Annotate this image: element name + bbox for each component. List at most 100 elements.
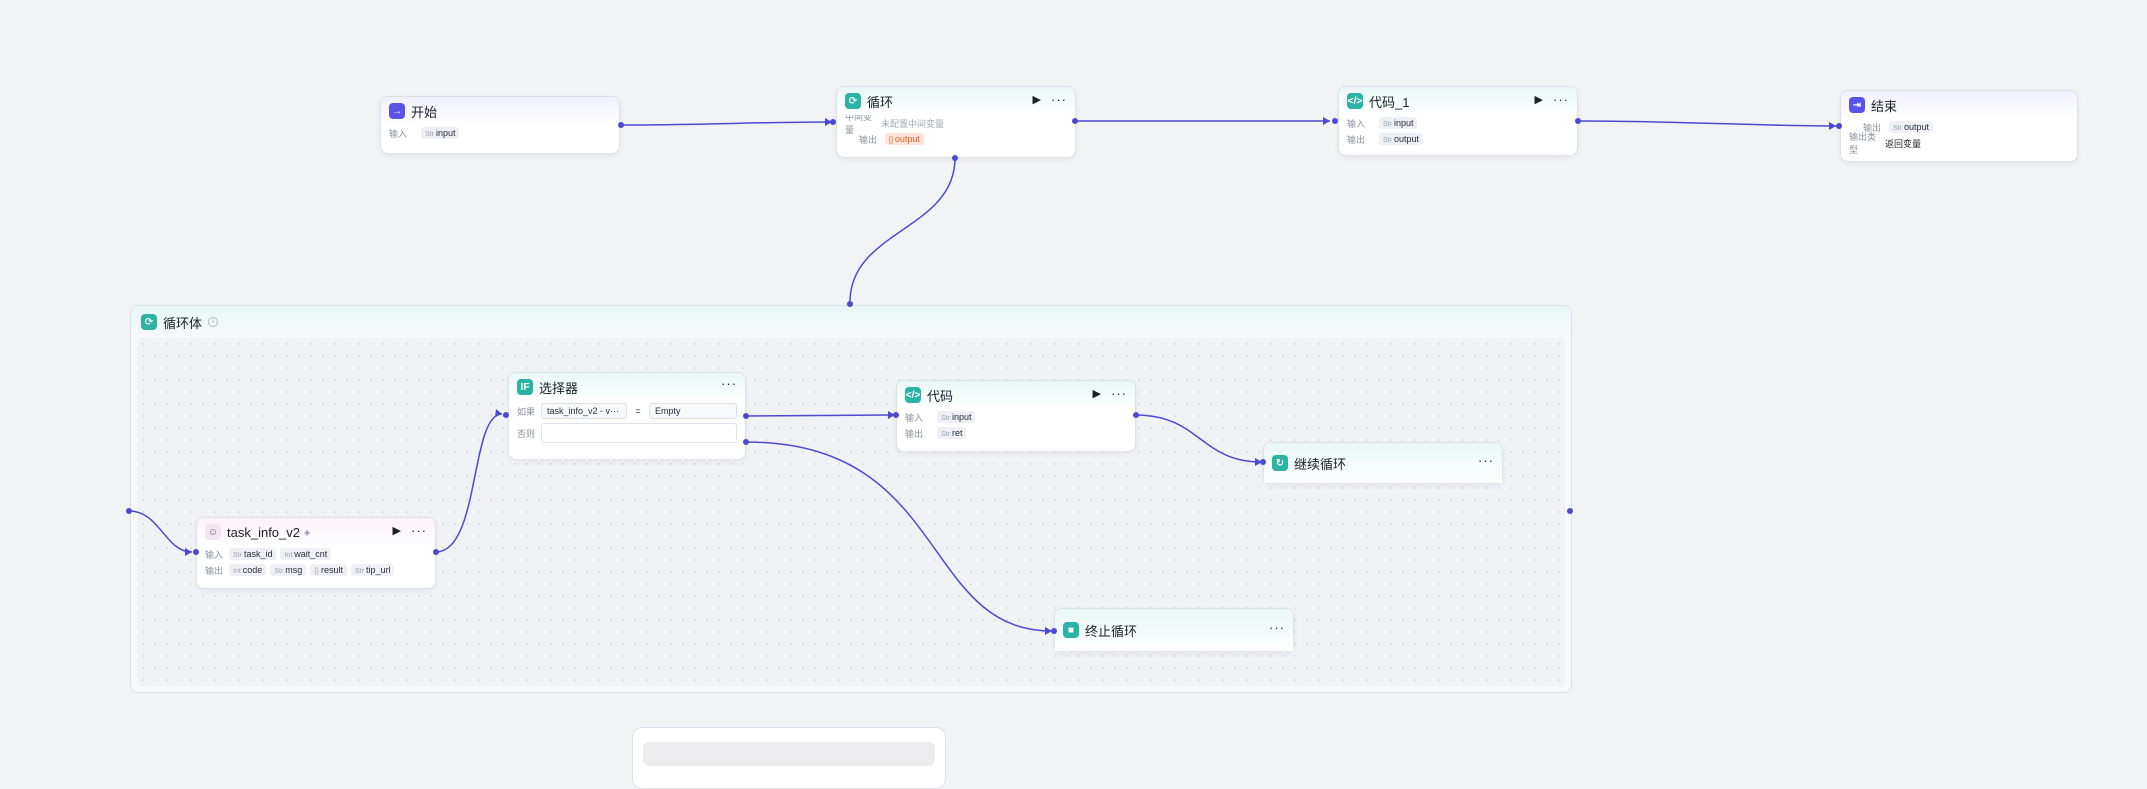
loop-node-header: ⟳ 循环 ▶ ··· (837, 87, 1075, 115)
code-input-port[interactable] (893, 412, 899, 418)
run-icon[interactable]: ▶ (392, 525, 401, 537)
plugin-output-port[interactable] (433, 549, 439, 555)
loop-output-row: 输出 []output (837, 131, 1075, 147)
output-type-label: 输出类型 (1849, 132, 1877, 155)
toolbar-inner (643, 742, 935, 766)
condition-value[interactable]: Empty (649, 403, 737, 419)
selector-if-port[interactable] (743, 413, 749, 419)
loop-icon: ⟳ (141, 314, 157, 330)
loop-mid-row: 中间变量 未配置中间变量 (837, 112, 1075, 135)
code1-output-port[interactable] (1575, 118, 1581, 124)
info-icon[interactable]: i (208, 317, 219, 327)
mid-var-value: 未配置中间变量 (881, 118, 945, 129)
stop-icon: ■ (1063, 622, 1079, 638)
more-icon[interactable]: ··· (1478, 453, 1494, 468)
selector-node[interactable]: IF 选择器 ··· 如果 task_info_v2 - v··· = Empt… (508, 372, 746, 460)
else-box[interactable] (541, 423, 737, 443)
continue-node[interactable]: ↻ 继续循环 ··· (1263, 442, 1503, 484)
loop-body-canvas[interactable] (137, 338, 1565, 686)
output-label: 输出 (858, 134, 877, 145)
input-label: 输入 (205, 549, 224, 560)
code-icon: </> (1347, 93, 1363, 109)
run-icon[interactable]: ▶ (1092, 388, 1101, 400)
condition-variable[interactable]: task_info_v2 - v··· (541, 403, 627, 419)
selector-input-port[interactable] (503, 412, 509, 418)
loop-body-header: ⟳ 循环体 i (131, 306, 1571, 338)
loop-body-right-port[interactable] (1567, 508, 1573, 514)
loop-body-container[interactable]: ⟳ 循环体 i (130, 305, 1572, 693)
plugin-node-header: ☺ task_info_v2 ◈ ▶ ··· (197, 518, 435, 546)
if-label: 如果 (517, 406, 536, 417)
break-node-title: 终止循环 (1085, 623, 1138, 639)
end-type-row: 输出类型 返回变量 (1841, 132, 2077, 155)
code-icon: </> (905, 387, 921, 403)
output-type-value: 返回变量 (1885, 138, 1922, 149)
exit-icon: ⇥ (1849, 97, 1865, 113)
input-label: 输入 (389, 128, 408, 139)
more-icon[interactable]: ··· (1269, 620, 1285, 635)
more-icon[interactable]: ··· (721, 376, 737, 391)
code1-node-header: </> 代码_1 ▶ ··· (1339, 87, 1577, 115)
continue-input-port[interactable] (1260, 459, 1266, 465)
code-output-port[interactable] (1133, 412, 1139, 418)
input-label: 输入 (1347, 118, 1366, 129)
avatar-icon: ☺ (205, 524, 221, 540)
loop-body-top-port[interactable] (847, 301, 853, 307)
output-label: 输出 (905, 428, 924, 439)
input-label: 输入 (905, 412, 924, 423)
selector-else-port[interactable] (743, 439, 749, 445)
more-icon[interactable]: ··· (1553, 91, 1569, 107)
selector-node-title: 选择器 (539, 380, 579, 396)
badge-icon: ◈ (304, 527, 311, 537)
start-node-title: 开始 (411, 104, 438, 120)
selector-if-row: 如果 task_info_v2 - v··· = Empty (509, 401, 745, 421)
plugin-input-port[interactable] (193, 549, 199, 555)
continue-node-header: ↻ 继续循环 ··· (1264, 443, 1502, 483)
output-label: 输出 (1347, 134, 1366, 145)
condition-operator[interactable]: = (635, 406, 641, 416)
more-icon[interactable]: ··· (1051, 91, 1067, 107)
run-icon[interactable]: ▶ (1032, 94, 1041, 106)
bottom-toolbar[interactable] (632, 727, 946, 789)
end-input-port[interactable] (1836, 123, 1842, 129)
wire-code1-to-end (1577, 120, 1837, 127)
run-icon[interactable]: ▶ (1534, 94, 1543, 106)
end-node-header: ⇥ 结束 (1841, 91, 2077, 119)
loop-node[interactable]: ⟳ 循环 ▶ ··· 中间变量 未配置中间变量 输出 []output (836, 86, 1076, 158)
loop-body-left-port[interactable] (126, 508, 132, 514)
loop-icon: ⟳ (845, 93, 861, 109)
wire-loop-to-body (849, 157, 956, 303)
more-icon[interactable]: ··· (411, 522, 427, 538)
selector-node-header: IF 选择器 ··· (509, 373, 745, 401)
break-node-header: ■ 终止循环 ··· (1055, 609, 1293, 651)
code1-input-port[interactable] (1332, 118, 1338, 124)
break-input-port[interactable] (1051, 628, 1057, 634)
mid-var-label: 中间变量 (845, 112, 873, 135)
loop-output-port[interactable] (1072, 118, 1078, 124)
break-node[interactable]: ■ 终止循环 ··· (1054, 608, 1294, 652)
loop-input-port[interactable] (830, 119, 836, 125)
output-label: 输出 (1862, 122, 1881, 133)
loop-body-port[interactable] (952, 155, 958, 161)
start-output-port[interactable] (618, 122, 624, 128)
start-node-header: → 开始 (381, 97, 619, 125)
more-icon[interactable]: ··· (1111, 385, 1127, 401)
end-node-title: 结束 (1871, 98, 1898, 114)
else-label: 否则 (517, 428, 536, 439)
